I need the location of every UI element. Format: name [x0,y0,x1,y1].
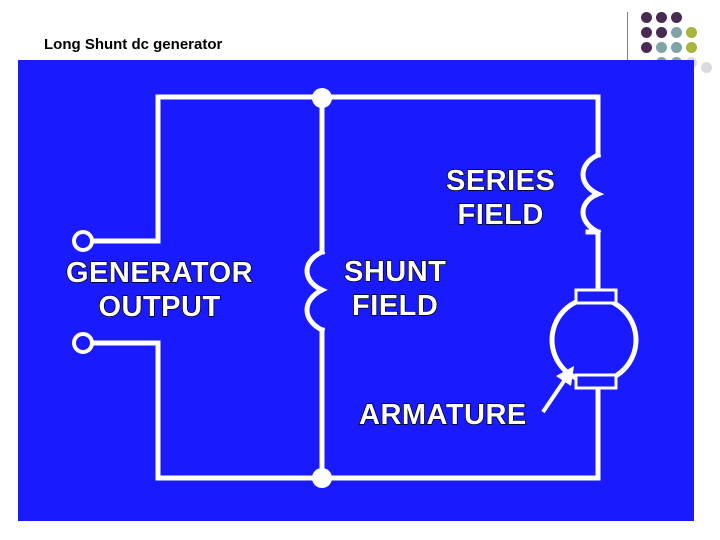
bottom-wire [85,340,601,481]
decoration-dot [686,42,697,53]
junction-dot-top [312,88,332,108]
decoration-dot [701,62,712,73]
shunt-field-coil [304,248,328,334]
circuit-diagram [18,60,694,521]
generator-output-label-line2: OUTPUT [98,290,221,324]
output-terminal-bottom [72,332,94,354]
armature-pointer-line [541,376,568,414]
circuit-diagram-panel: SERIES FIELD GENERATOR OUTPUT SHUNT FIEL… [18,60,694,521]
junction-dot-bottom [312,468,332,488]
shunt-field-label-line1: SHUNT [343,255,447,289]
decoration-dot [641,42,652,53]
decoration-dot [656,42,667,53]
corner-divider [627,12,628,62]
decoration-dot [641,12,652,23]
armature-brush-bottom [574,373,618,390]
armature-pointer-arrowhead [556,366,574,386]
series-field-label-line2: FIELD [457,198,544,232]
series-field-label: SERIES FIELD [445,164,556,232]
armature-label: ARMATURE [358,398,527,432]
generator-output-label: GENERATOR OUTPUT [65,256,254,324]
slide-title: Long Shunt dc generator [44,36,223,53]
decoration-dot [686,27,697,38]
armature-brush-top [574,288,618,305]
series-field-label-line1: SERIES [445,164,556,198]
output-terminal-top [72,230,94,252]
decoration-dot [671,27,682,38]
top-wire [85,94,601,244]
generator-output-label-line1: GENERATOR [65,256,254,290]
decoration-dot [641,27,652,38]
decoration-dot [656,12,667,23]
decoration-dot [671,42,682,53]
decoration-dot [656,27,667,38]
decoration-dot [671,12,682,23]
series-field-coil [580,151,605,236]
shunt-field-label: SHUNT FIELD [343,255,447,323]
shunt-field-label-line2: FIELD [351,289,439,323]
